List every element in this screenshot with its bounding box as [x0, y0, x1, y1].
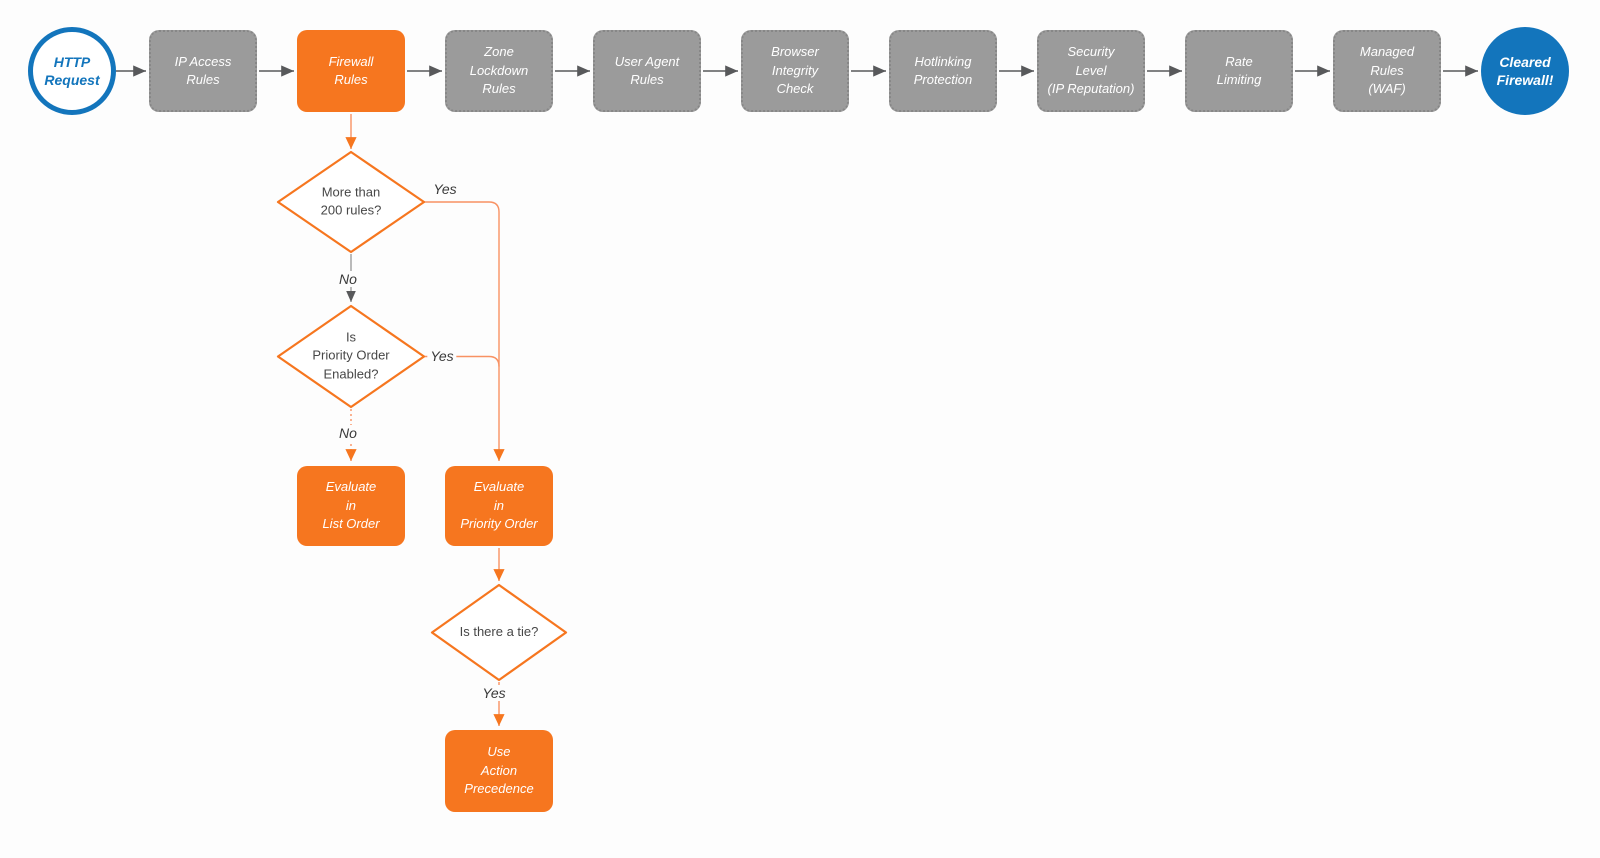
node-managed-rules-waf-label: Managed Rules (WAF) — [1359, 44, 1415, 97]
action-evaluate-priority-order-label: Evaluate in Priority Order — [460, 479, 538, 532]
decision-more-than-200-rules-label: More than 200 rules? — [320, 184, 382, 218]
edge-d1-yes — [424, 201, 505, 461]
node-cleared-firewall: Cleared Firewall! — [1481, 27, 1569, 115]
edge-label-d1-no: No — [336, 271, 360, 287]
node-user-agent-rules: User Agent Rules — [593, 30, 701, 112]
node-security-level: Security Level (IP Reputation) — [1037, 30, 1145, 112]
node-user-agent-rules-label: User Agent Rules — [614, 53, 680, 87]
decision-is-there-a-tie-shape — [430, 583, 568, 682]
node-ip-access-rules-label: IP Access Rules — [174, 53, 232, 87]
edge-d2-yes — [424, 355, 500, 367]
node-browser-integrity-check: Browser Integrity Check — [741, 30, 849, 112]
action-evaluate-list-order-label: Evaluate in List Order — [322, 479, 380, 532]
node-rate-limiting-label: Rate Limiting — [1216, 53, 1262, 87]
node-http-request: HTTP Request — [28, 27, 116, 115]
edge-label-d3-yes: Yes — [479, 685, 509, 701]
node-firewall-rules-label: Firewall Rules — [328, 53, 374, 87]
node-hotlinking-protection: Hotlinking Protection — [889, 30, 997, 112]
edge-label-d1-yes: Yes — [433, 181, 457, 197]
node-security-level-label: Security Level (IP Reputation) — [1047, 44, 1135, 97]
node-ip-access-rules: IP Access Rules — [149, 30, 257, 112]
node-zone-lockdown-rules-label: Zone Lockdown Rules — [469, 44, 529, 97]
action-evaluate-list-order: Evaluate in List Order — [297, 466, 405, 546]
node-managed-rules-waf: Managed Rules (WAF) — [1333, 30, 1441, 112]
action-evaluate-priority-order: Evaluate in Priority Order — [445, 466, 553, 546]
node-browser-integrity-check-label: Browser Integrity Check — [771, 44, 819, 97]
node-cleared-firewall-label: Cleared Firewall! — [1496, 53, 1554, 88]
node-http-request-label: HTTP Request — [44, 53, 100, 88]
decision-priority-order-enabled-label: Is Priority Order Enabled? — [312, 329, 390, 382]
node-zone-lockdown-rules: Zone Lockdown Rules — [445, 30, 553, 112]
decision-is-there-a-tie-label: Is there a tie? — [459, 623, 539, 639]
node-firewall-rules: Firewall Rules — [297, 30, 405, 112]
node-rate-limiting: Rate Limiting — [1185, 30, 1293, 112]
decision-more-than-200-rules-shape — [276, 150, 426, 254]
edge-label-d2-no: No — [336, 425, 360, 441]
decision-priority-order-enabled-shape — [276, 304, 426, 409]
node-hotlinking-protection-label: Hotlinking Protection — [913, 53, 973, 87]
edge-label-d2-yes: Yes — [427, 348, 457, 364]
action-use-action-precedence: Use Action Precedence — [445, 730, 553, 812]
action-use-action-precedence-label: Use Action Precedence — [464, 744, 534, 797]
